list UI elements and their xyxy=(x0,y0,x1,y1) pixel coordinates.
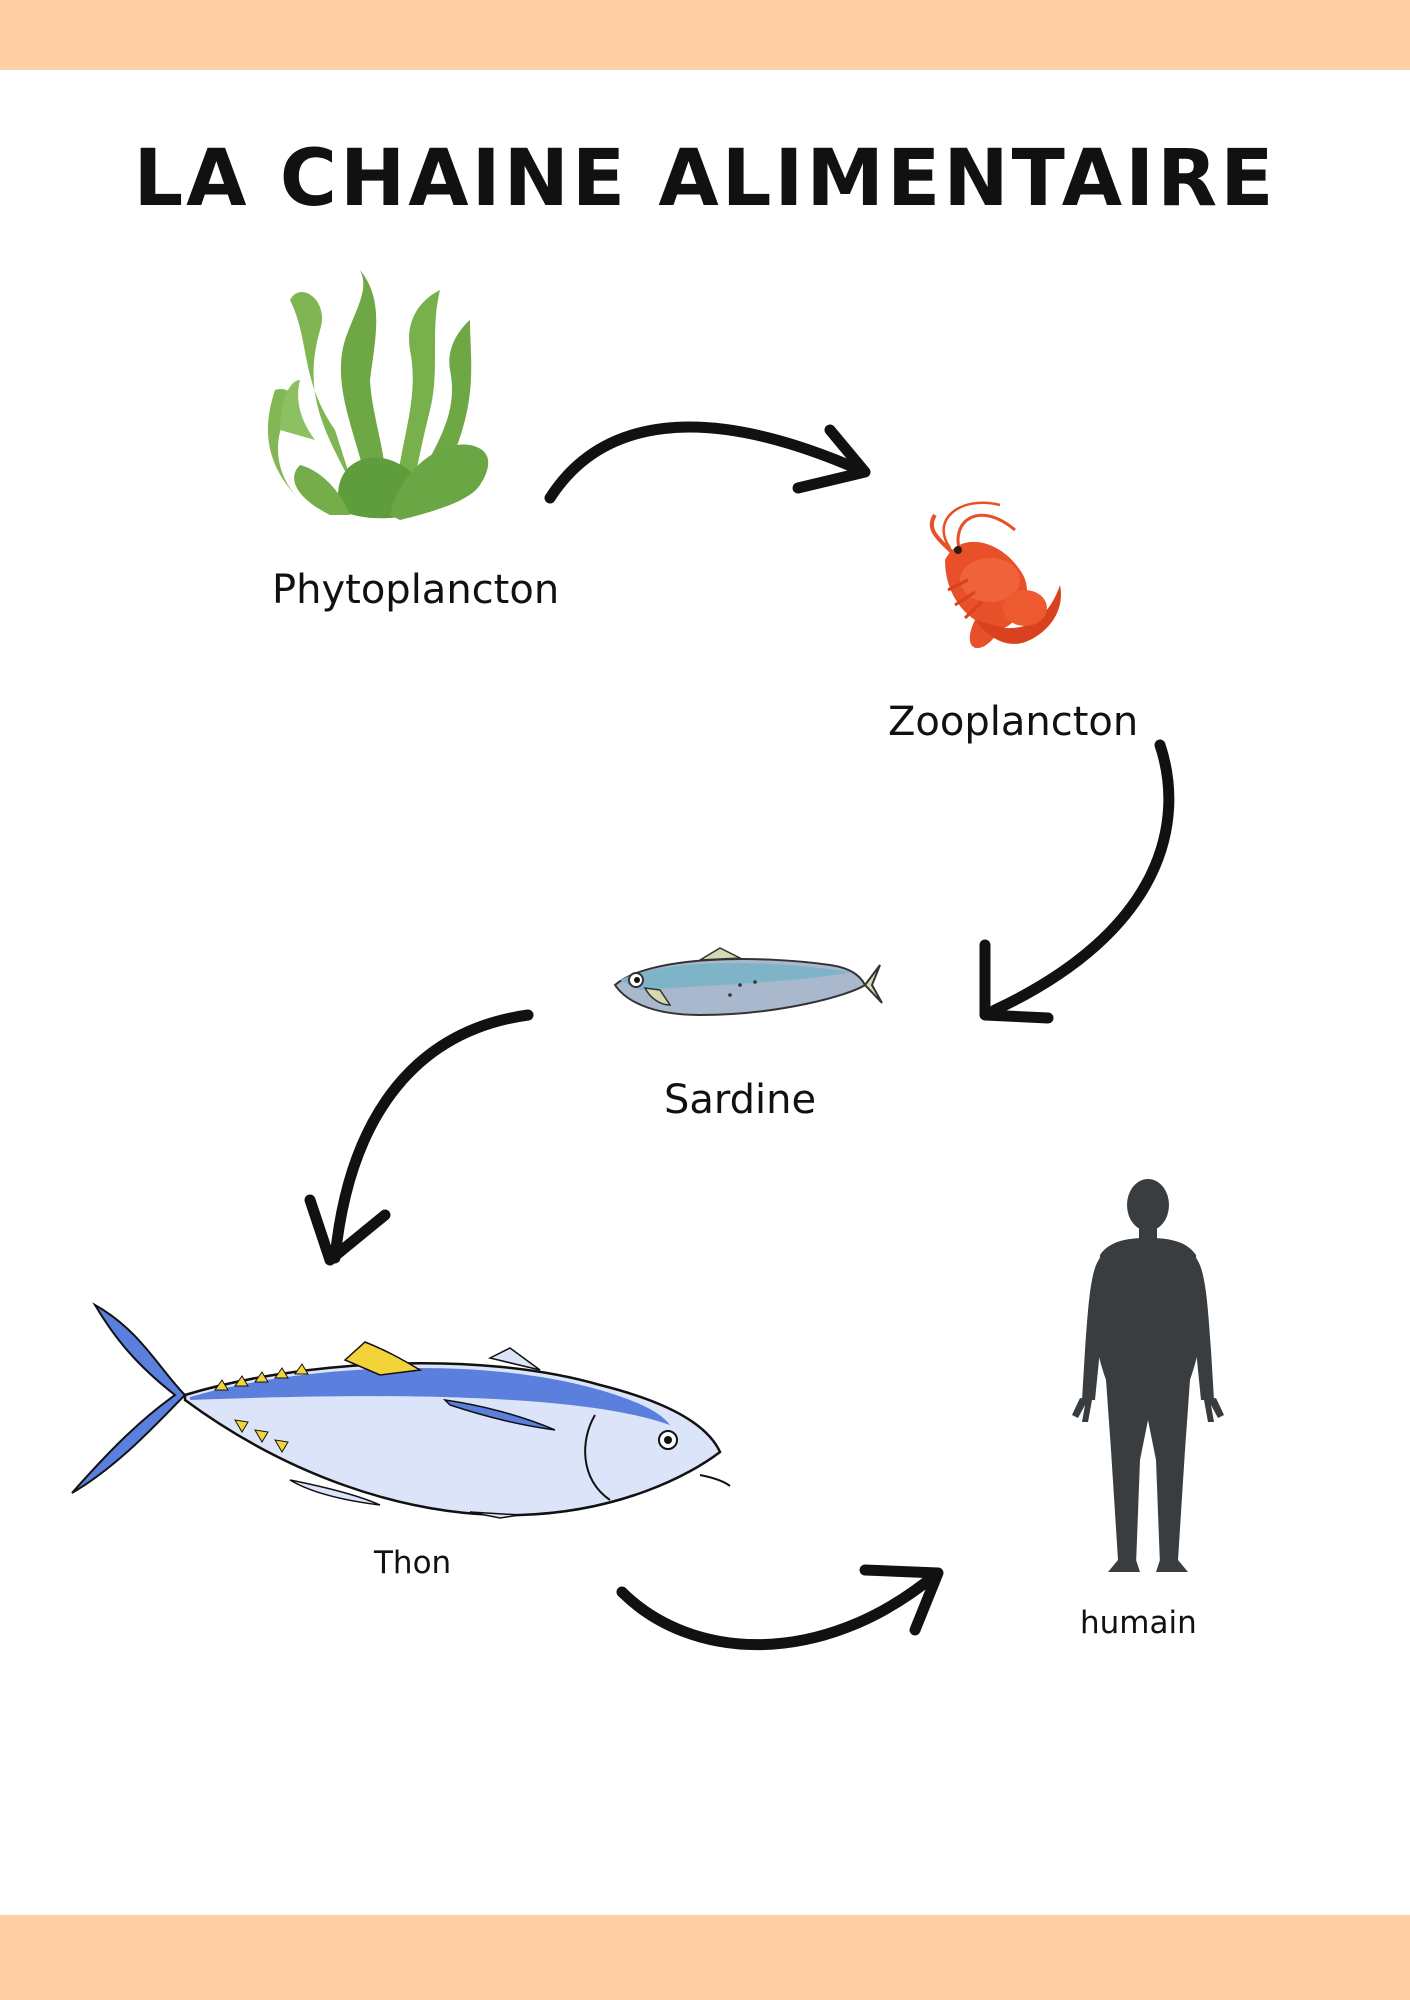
bottom-band xyxy=(0,1915,1410,2000)
arrow-thon-to-humain xyxy=(616,1564,944,1651)
arrow-sardine-to-thon xyxy=(304,1009,534,1266)
label-thon: Thon xyxy=(374,1545,452,1581)
page-title: LA CHAINE ALIMENTAIRE xyxy=(133,134,1277,224)
tuna-icon xyxy=(71,1302,731,1519)
sardine-icon xyxy=(613,947,883,1017)
label-sardine: Sardine xyxy=(664,1077,817,1123)
label-humain: humain xyxy=(1080,1605,1197,1641)
seaweed-icon xyxy=(267,270,489,520)
human-silhouette-icon xyxy=(1072,1179,1224,1572)
label-zooplancton: Zooplancton xyxy=(888,699,1139,745)
arrow-zoo-to-sardine xyxy=(979,739,1175,1024)
arrow-phyto-to-zoo xyxy=(544,421,871,504)
top-band xyxy=(0,0,1410,70)
shrimp-icon xyxy=(929,501,1061,649)
label-phytoplancton: Phytoplancton xyxy=(272,567,560,613)
